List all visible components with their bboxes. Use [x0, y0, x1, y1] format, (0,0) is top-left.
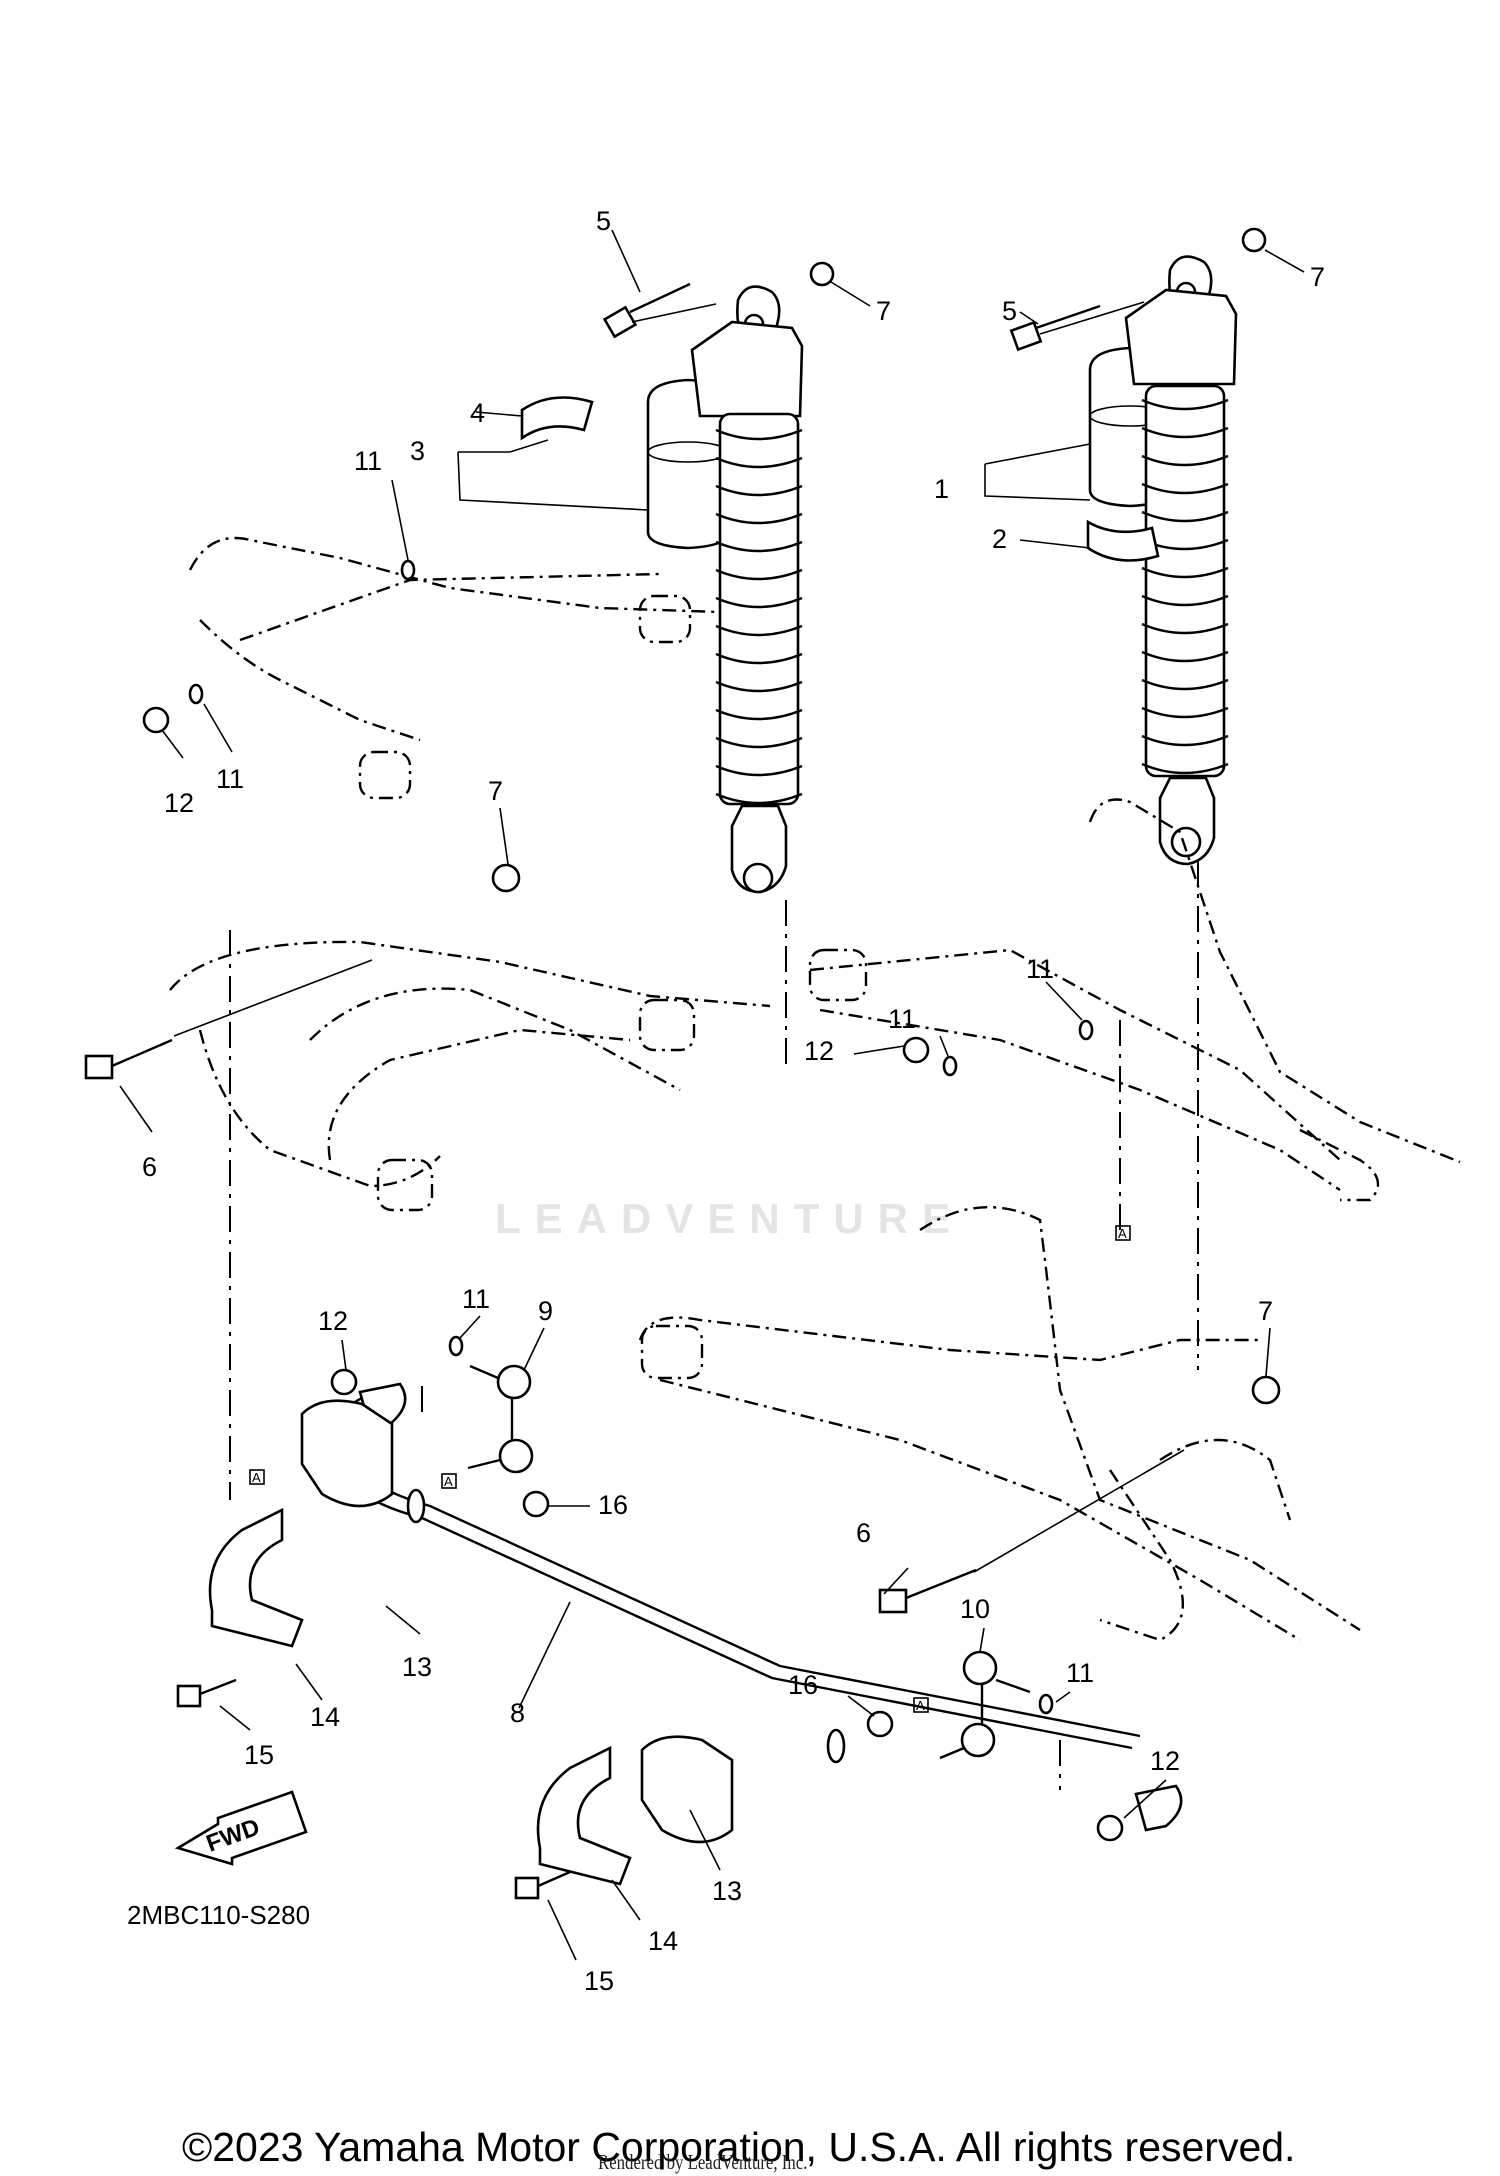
callout-12-c: 12	[318, 1306, 348, 1336]
nut-12-d[interactable]	[1096, 1814, 1124, 1842]
callout-16-a: 16	[598, 1490, 628, 1520]
nut-16-b[interactable]	[866, 1710, 894, 1738]
copyright-notice: ©2023 Yamaha Motor Corporation, U.S.A. A…	[182, 2124, 1296, 2170]
washer-11-f[interactable]	[1038, 1693, 1054, 1715]
bracket-right[interactable]	[536, 1745, 632, 1886]
washer-11-a[interactable]	[400, 559, 416, 581]
washer-7-arm-left[interactable]	[491, 863, 521, 893]
callout-14-a: 14	[310, 1702, 340, 1732]
callout-12-d: 12	[1150, 1746, 1180, 1776]
washer-11-d[interactable]	[942, 1055, 958, 1077]
diagram-code: 2MBC110-S280	[127, 1900, 311, 1930]
callout-15-a: 15	[244, 1740, 274, 1770]
callout-13-a: 13	[402, 1652, 432, 1682]
ref-mark-a4: A	[913, 1697, 929, 1713]
ref-mark-a1: A	[249, 1469, 265, 1485]
bolt-15-right[interactable]	[514, 1870, 571, 1900]
washer-11-c[interactable]	[1078, 1019, 1094, 1041]
link-rod-left[interactable]	[467, 1364, 534, 1474]
callout-12-b: 12	[804, 1036, 834, 1066]
callout-11-e: 11	[462, 1284, 490, 1314]
callout-1: 1	[934, 474, 949, 504]
rendered-by-notice: Rendered by LeadVenture, Inc.	[598, 2150, 808, 2174]
callout-5-left: 5	[596, 206, 611, 236]
lower-arm-right	[638, 1205, 1361, 1642]
callout-3: 3	[410, 436, 425, 466]
nut-12-c[interactable]	[330, 1368, 358, 1396]
bolt-5-left[interactable]	[602, 282, 691, 339]
callout-11-b: 11	[216, 764, 244, 794]
callout-12-a: 12	[164, 788, 194, 818]
ref-mark-a3: A	[441, 1473, 457, 1489]
stabilizer-bar[interactable]	[328, 1382, 1183, 1832]
callout-11-a: 11	[354, 446, 382, 476]
callout-11-f: 11	[1066, 1658, 1094, 1688]
washer-7-left-shock[interactable]	[809, 261, 835, 287]
leader-lines	[119, 229, 1305, 1961]
bushing-left[interactable]	[300, 1399, 394, 1508]
upper-arm-left	[188, 536, 721, 800]
shock-absorber-right[interactable]	[1088, 255, 1238, 866]
lower-arm-left	[169, 940, 771, 1212]
callout-11-d: 11	[888, 1004, 916, 1034]
callout-10: 10	[960, 1594, 990, 1624]
svg-text:A: A	[1118, 1226, 1127, 1241]
fwd-arrow-icon: FWD	[174, 1790, 308, 1866]
callout-7-arm-right: 7	[1258, 1296, 1273, 1326]
callout-6-left: 6	[142, 1152, 157, 1182]
nut-16-a[interactable]	[522, 1490, 550, 1518]
callout-14-b: 14	[648, 1926, 678, 1956]
callout-7-left-top: 7	[876, 296, 891, 326]
svg-text:A: A	[252, 1470, 261, 1485]
ref-mark-a2: A	[1115, 1225, 1131, 1241]
bolt-15-left[interactable]	[176, 1678, 237, 1708]
washer-11-e[interactable]	[448, 1335, 464, 1357]
callout-13-b: 13	[712, 1876, 742, 1906]
callout-7-right-top: 7	[1310, 262, 1325, 292]
bracket-left[interactable]	[208, 1507, 304, 1648]
svg-text:A: A	[444, 1474, 453, 1489]
callout-7-arm-left: 7	[488, 776, 503, 806]
washer-7-right-shock[interactable]	[1241, 227, 1267, 253]
callout-9: 9	[538, 1296, 553, 1326]
svg-text:A: A	[916, 1698, 925, 1713]
callout-16-b: 16	[788, 1670, 818, 1700]
washer-7-arm-right[interactable]	[1251, 1375, 1281, 1405]
callout-2: 2	[992, 524, 1007, 554]
washer-11-b[interactable]	[188, 683, 204, 705]
leadventure-watermark: LEADVENTURE	[495, 1195, 965, 1242]
bushing-right[interactable]	[640, 1735, 734, 1844]
bolt-6-left[interactable]	[84, 1038, 173, 1080]
nut-12-b[interactable]	[902, 1036, 930, 1064]
callout-5-right: 5	[1002, 296, 1017, 326]
nut-12-a[interactable]	[142, 706, 170, 734]
callout-6-right: 6	[856, 1518, 871, 1548]
decal-right	[1086, 519, 1160, 562]
assembly-lines	[173, 301, 1199, 1790]
decal-left	[520, 396, 594, 441]
callout-8: 8	[510, 1698, 525, 1728]
callout-11-c: 11	[1026, 954, 1054, 984]
bolt-6-right[interactable]	[878, 1568, 977, 1614]
bolt-5-right[interactable]	[1009, 304, 1101, 352]
callout-15-b: 15	[584, 1966, 614, 1996]
callout-4: 4	[470, 398, 485, 428]
upper-arm-right	[808, 798, 1461, 1202]
shock-absorber-left[interactable]	[646, 285, 804, 894]
